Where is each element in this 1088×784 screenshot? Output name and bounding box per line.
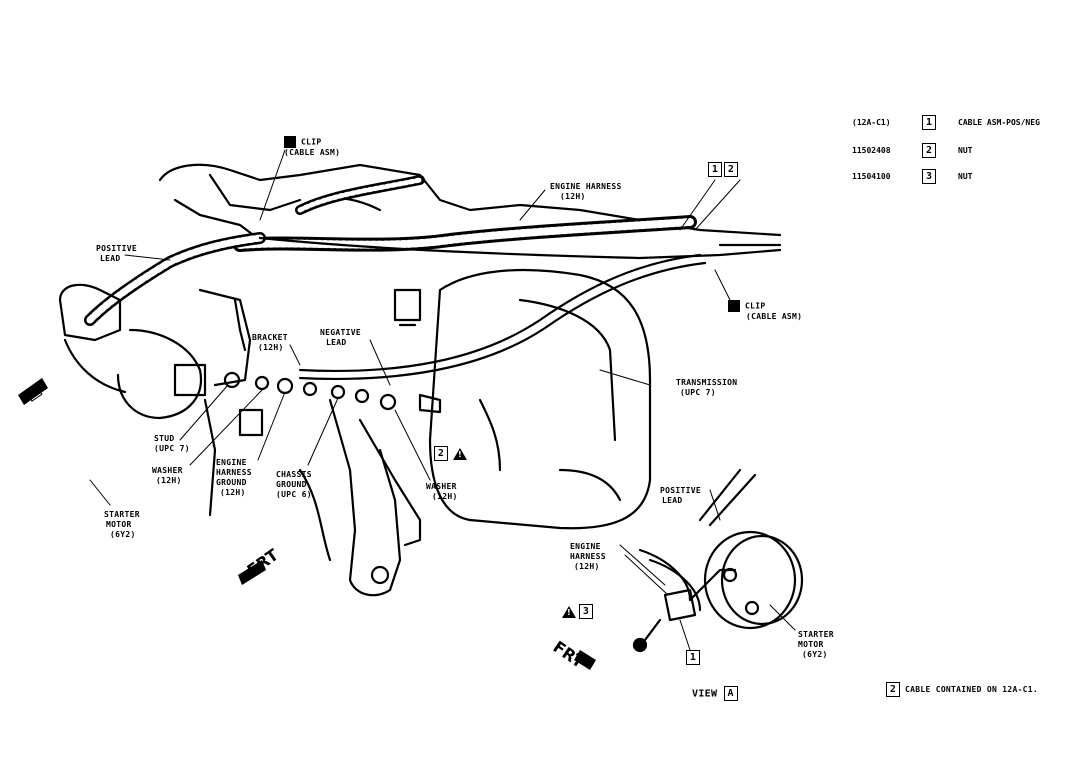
negative-lead-label: NEGATIVE LEAD [320,328,361,347]
view-a-engine-harness-label: ENGINE HARNESS (12H) [570,542,606,571]
view-a-starter-motor-label: STARTER MOTOR (6Y2) [798,630,834,659]
legend-desc: NUT [958,172,973,181]
warning-triangle-icon [453,447,467,460]
washer-right-label: WASHER (12H) [426,482,458,501]
clip-top-label: CLIP (CABLE ASM) [284,136,341,157]
stud-label: STUD (UPC 7) [154,434,190,453]
legend-desc: CABLE ASM-POS/NEG [958,118,1040,127]
legend-part: 11502408 [852,146,891,155]
starter-motor-label: STARTER MOTOR (6Y2) [104,510,140,539]
warning-triangle-icon [562,605,576,618]
legend-desc: NUT [958,146,973,155]
legend-callout-1: 1 [922,115,936,130]
view-a-title: VIEW A [692,686,743,701]
engine-harness-label: ENGINE HARNESS (12H) [550,182,622,201]
engine-harness-ground-label: ENGINE HARNESS GROUND (12H) [216,458,252,497]
chassis-ground-label: CHASSIS GROUND (UPC 6) [276,470,312,499]
view-a-positive-lead-label: POSITIVE LEAD [660,486,701,505]
callout-3-warning: 3 [562,604,598,619]
legend-callout-2: 2 [922,143,936,158]
legend-callout-3: 3 [922,169,936,184]
clip-right-label: CLIP (CABLE ASM) [728,300,802,322]
bracket-label: BRACKET (12H) [252,333,288,352]
legend-part: 11504100 [852,172,891,181]
positive-lead-label: POSITIVE LEAD [96,244,137,263]
transmission-label: TRANSMISSION (UPC 7) [676,378,738,397]
washer-left-label: WASHER (12H) [152,466,183,485]
callout-1-view-a: 1 [686,650,705,665]
legend-part: (12A-C1) [852,118,891,127]
callout-2-warning: 2 [434,446,467,461]
